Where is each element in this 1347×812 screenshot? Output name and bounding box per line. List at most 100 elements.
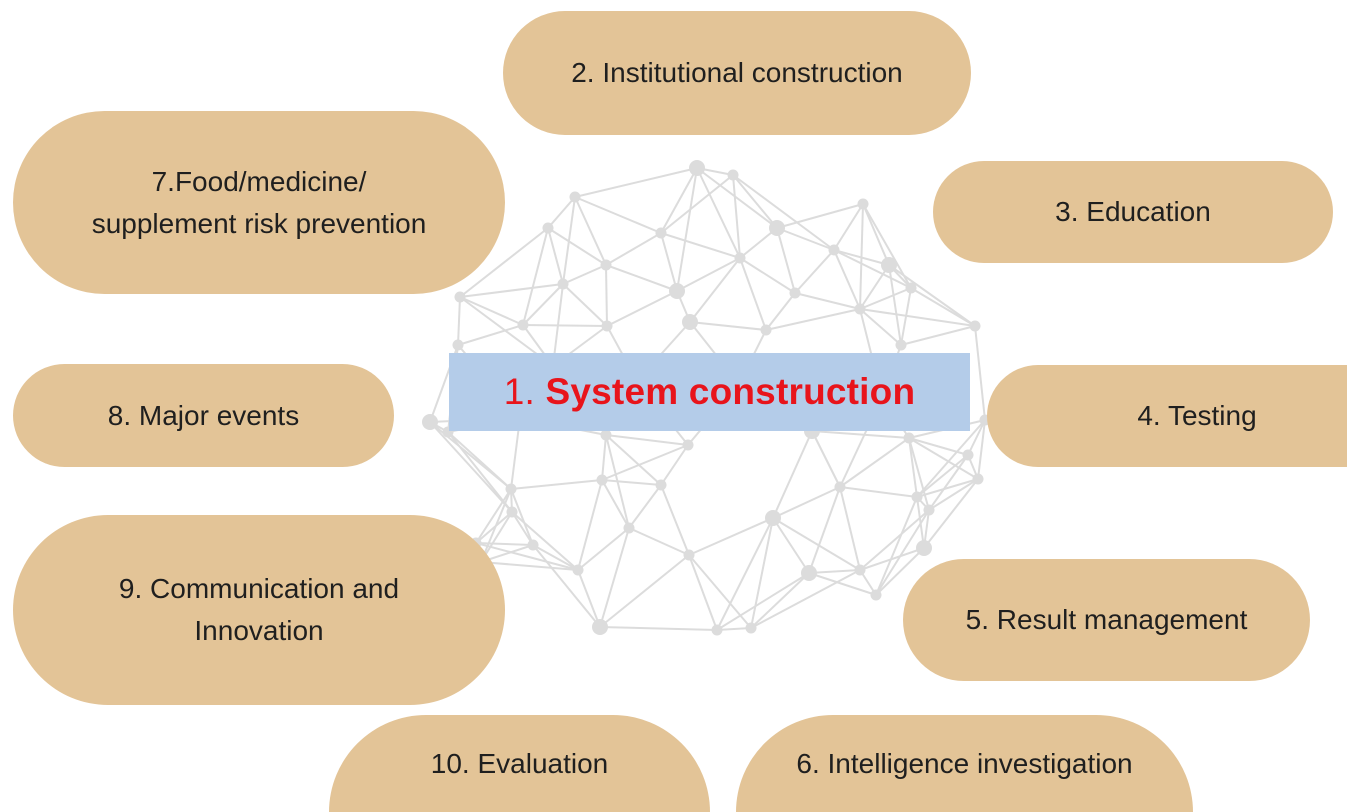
network-edge <box>833 249 890 266</box>
network-node <box>596 474 608 486</box>
network-edge <box>967 419 986 456</box>
network-edge <box>447 431 513 513</box>
network-edge <box>908 437 918 498</box>
network-edge <box>689 257 741 323</box>
network-node <box>683 549 695 561</box>
network-edge <box>839 437 910 488</box>
network-edge <box>605 232 662 266</box>
network-edge <box>688 554 718 631</box>
network-edge <box>599 626 718 631</box>
network-node <box>601 320 613 332</box>
node-label: 3. Education <box>1055 196 1211 227</box>
network-edge <box>916 454 969 498</box>
network-edge <box>522 324 608 327</box>
network-edge <box>765 308 861 331</box>
network-node <box>600 429 612 441</box>
network-edge <box>750 569 861 629</box>
network-node <box>422 414 438 430</box>
network-edge <box>739 257 767 331</box>
network-node <box>542 222 554 234</box>
network-edge <box>833 249 861 310</box>
network-node <box>881 257 897 273</box>
network-edge <box>859 287 912 310</box>
network-edge <box>875 547 925 596</box>
network-node <box>527 539 539 551</box>
network-node <box>903 432 915 444</box>
network-edge <box>916 496 925 549</box>
network-edge <box>696 167 778 229</box>
node-label: 6. Intelligence investigation <box>796 747 1133 779</box>
node-label-line-1: 9. Communication and <box>118 573 400 604</box>
network-edge <box>574 196 607 266</box>
network-edge <box>562 264 607 285</box>
network-edge <box>928 454 969 511</box>
network-edge <box>660 174 734 234</box>
network-edge <box>577 527 630 571</box>
network-edge <box>923 478 979 549</box>
network-edge <box>660 444 689 486</box>
network-edge <box>750 572 810 629</box>
network-edge <box>676 257 741 292</box>
network-edge <box>908 437 930 511</box>
network-node <box>962 449 974 461</box>
node-education: 3. Education <box>933 161 1333 263</box>
network-edge <box>772 517 810 574</box>
network-edge <box>574 167 698 198</box>
network-edge <box>628 527 690 556</box>
network-edge <box>772 430 813 519</box>
network-edge <box>547 196 576 229</box>
network-edge <box>475 542 534 546</box>
network-edge <box>459 283 564 298</box>
network-edge <box>859 308 902 346</box>
network-edge <box>862 203 890 266</box>
network-node <box>905 282 917 294</box>
network-edge <box>833 203 864 251</box>
network-node <box>600 259 612 271</box>
network-edge <box>839 486 918 498</box>
node-institutional-construction: 2. Institutional construction <box>503 11 971 135</box>
center-node-number: 1. <box>503 371 535 412</box>
network-edge <box>510 488 534 546</box>
network-node <box>760 324 772 336</box>
network-edge <box>660 484 690 556</box>
network-node <box>834 481 846 493</box>
network-edge <box>605 434 662 486</box>
node-communication-innovation: 9. Communication and Innovation <box>13 515 505 705</box>
network-edge <box>660 232 741 259</box>
network-node <box>789 287 801 299</box>
network-node <box>854 303 866 315</box>
node-label: 2. Institutional construction <box>571 57 903 88</box>
network-edge <box>599 527 630 628</box>
network-edge <box>601 479 630 529</box>
network-node <box>655 227 667 239</box>
network-edge <box>480 488 512 563</box>
network-edge <box>532 544 579 571</box>
network-edge <box>910 287 976 327</box>
node-testing: 4. Testing <box>987 365 1347 467</box>
node-intelligence-investigation: 6. Intelligence investigation <box>736 715 1193 812</box>
network-edge <box>562 283 608 327</box>
network-edge <box>689 321 767 331</box>
network-node <box>452 339 464 351</box>
center-node-text: System construction <box>545 371 916 412</box>
network-edge <box>475 488 512 544</box>
network-edge <box>772 517 861 571</box>
network-node <box>870 589 882 601</box>
network-node <box>623 522 635 534</box>
network-edge <box>859 509 930 571</box>
node-result-management: 5. Result management <box>903 559 1310 681</box>
network-edge <box>808 572 877 596</box>
network-edge <box>696 167 741 259</box>
network-edge <box>900 325 976 346</box>
network-edge <box>908 437 979 480</box>
network-node <box>711 624 723 636</box>
network-edge <box>750 517 774 629</box>
network-edge <box>928 478 979 511</box>
network-edge <box>908 437 969 456</box>
network-edge <box>605 434 689 446</box>
network-edge <box>732 174 835 251</box>
network-node <box>592 619 608 635</box>
node-label-line-2: supplement risk prevention <box>91 207 427 239</box>
network-edge <box>732 174 741 259</box>
network-edge <box>794 249 835 294</box>
